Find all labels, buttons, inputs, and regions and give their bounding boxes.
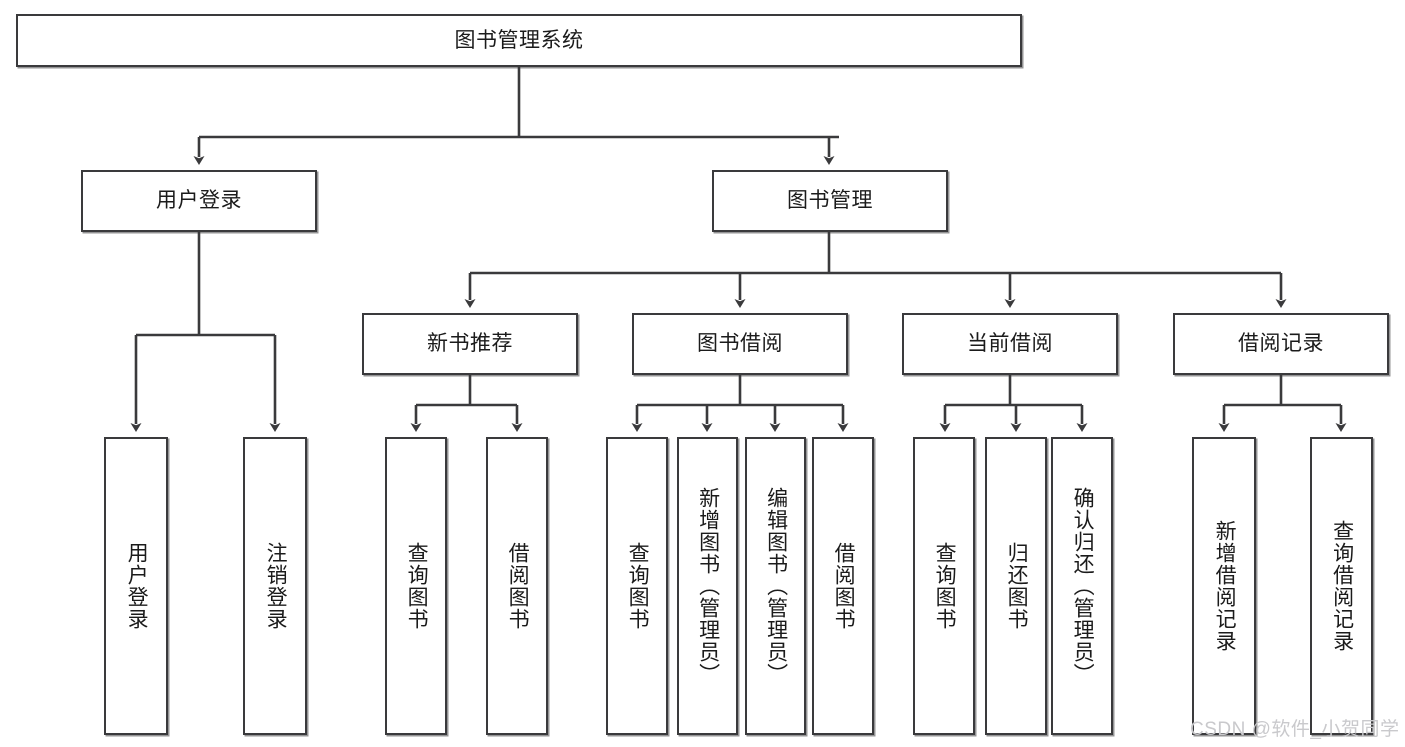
node-leaf-user-login-label: 用户登录	[125, 542, 149, 630]
node-leaf-edit-book-label: 编辑图书（管理员）	[764, 487, 788, 685]
node-leaf-query-book-1-label: 查询图书	[405, 542, 429, 630]
node-borrow-record-label: 借阅记录	[1238, 332, 1324, 356]
node-root[interactable]: 图书管理系统	[16, 14, 1022, 67]
node-leaf-query-book-3-label: 查询图书	[933, 542, 957, 630]
node-leaf-query-book-2-label: 查询图书	[626, 542, 650, 630]
node-leaf-add-borrow-record[interactable]: 新增借阅记录	[1192, 437, 1256, 735]
node-leaf-logout-login-label: 注销登录	[264, 542, 288, 630]
node-current-borrow-label: 当前借阅	[967, 332, 1053, 356]
node-leaf-user-login[interactable]: 用户登录	[104, 437, 168, 735]
node-user-login[interactable]: 用户登录	[81, 170, 317, 232]
node-book-borrow[interactable]: 图书借阅	[632, 313, 848, 375]
node-book-borrow-label: 图书借阅	[697, 332, 783, 356]
node-leaf-logout-login[interactable]: 注销登录	[243, 437, 307, 735]
node-leaf-query-book-3[interactable]: 查询图书	[913, 437, 975, 735]
node-leaf-borrow-book-2-label: 借阅图书	[832, 542, 856, 630]
node-leaf-query-book-1[interactable]: 查询图书	[385, 437, 447, 735]
node-leaf-edit-book[interactable]: 编辑图书（管理员）	[745, 437, 806, 735]
node-book-manage-label: 图书管理	[787, 189, 873, 213]
node-leaf-borrow-book-2[interactable]: 借阅图书	[812, 437, 874, 735]
node-current-borrow[interactable]: 当前借阅	[902, 313, 1118, 375]
node-leaf-return-book[interactable]: 归还图书	[985, 437, 1047, 735]
node-leaf-borrow-book-1[interactable]: 借阅图书	[486, 437, 548, 735]
node-new-book-recommend[interactable]: 新书推荐	[362, 313, 578, 375]
node-user-login-label: 用户登录	[156, 189, 242, 213]
node-leaf-query-borrow-record[interactable]: 查询借阅记录	[1310, 437, 1373, 735]
node-leaf-add-borrow-record-label: 新增借阅记录	[1213, 520, 1237, 652]
node-leaf-return-book-label: 归还图书	[1005, 542, 1029, 630]
node-new-book-recommend-label: 新书推荐	[427, 332, 513, 356]
node-leaf-query-book-2[interactable]: 查询图书	[606, 437, 668, 735]
node-leaf-add-book[interactable]: 新增图书（管理员）	[677, 437, 738, 735]
node-leaf-borrow-book-1-label: 借阅图书	[506, 542, 530, 630]
node-leaf-confirm-return-label: 确认归还（管理员）	[1071, 487, 1095, 685]
node-leaf-query-borrow-record-label: 查询借阅记录	[1330, 520, 1354, 652]
node-book-manage[interactable]: 图书管理	[712, 170, 948, 232]
node-leaf-confirm-return[interactable]: 确认归还（管理员）	[1051, 437, 1113, 735]
node-root-label: 图书管理系统	[454, 28, 584, 52]
node-leaf-add-book-label: 新增图书（管理员）	[696, 487, 720, 685]
node-borrow-record[interactable]: 借阅记录	[1173, 313, 1389, 375]
